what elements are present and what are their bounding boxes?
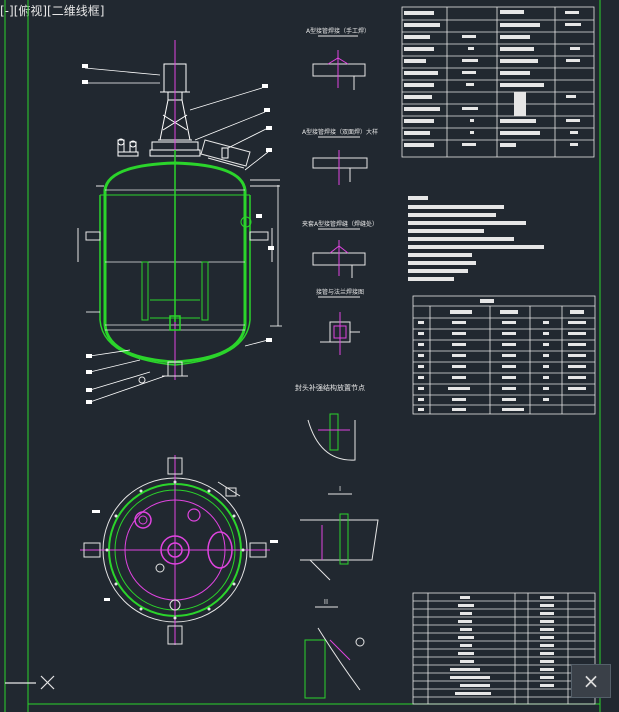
table-parts bbox=[412, 592, 596, 705]
technical-notes bbox=[408, 196, 544, 281]
detail-title-2: A型接管焊接（双面焊）大样 bbox=[302, 128, 378, 136]
table-top bbox=[401, 6, 595, 158]
section-label-1: I bbox=[339, 485, 341, 493]
table-top-fills bbox=[404, 10, 581, 147]
detail-title-4: 接管与法兰焊接图 bbox=[316, 288, 364, 296]
table-parts-fills bbox=[450, 596, 554, 695]
viewport-label[interactable]: [-][俯视][二维线框] bbox=[0, 4, 105, 18]
table-nozzles-fills bbox=[418, 299, 586, 411]
vessel-elevation bbox=[77, 40, 282, 404]
detail-title-1: A型接管焊接（手工焊） bbox=[306, 27, 370, 35]
table-nozzles bbox=[412, 295, 596, 415]
ucs-crosshair-icon bbox=[5, 675, 55, 690]
detail-title-3: 夹套A型接管焊缝（焊缝处） bbox=[302, 220, 378, 228]
vessel-plan-view bbox=[80, 455, 278, 645]
close-button[interactable]: × bbox=[571, 664, 611, 698]
close-icon: × bbox=[582, 669, 600, 693]
section-label-2: II bbox=[324, 598, 328, 606]
detail-title-5: 封头补强结构放置节点 bbox=[295, 383, 365, 392]
detail-drawings: A型接管焊接（手工焊） A型接管焊接（双面焊）大样 夹套A型接管焊缝（焊缝处） … bbox=[295, 27, 379, 699]
